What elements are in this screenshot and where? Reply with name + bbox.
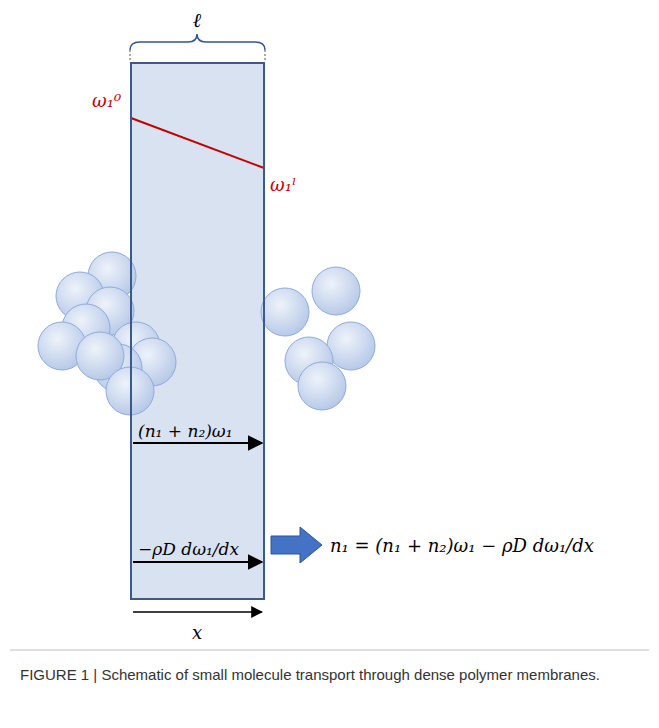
- caption-rule: [10, 650, 649, 651]
- penetrant-molecules: [38, 252, 375, 415]
- concentration-profile: [131, 118, 264, 168]
- diffusive-flux-arrow: [133, 561, 262, 563]
- thickness-brace: [130, 34, 265, 50]
- figure-caption: FIGURE 1 | Schematic of small molecule t…: [20, 664, 640, 685]
- molecule-sphere: [327, 322, 375, 370]
- molecule-sphere: [261, 288, 309, 336]
- convective-flux-arrow: [133, 442, 262, 444]
- block-arrow: [271, 527, 322, 563]
- permeate-fraction-label: ω₁ˡ: [270, 174, 296, 195]
- flux-term: −ρD dω₁/dx: [138, 539, 239, 559]
- membrane-slab: (n₁ + n₂)ω₁ −ρD dω₁/dx: [130, 62, 265, 600]
- dotted-guide: [265, 50, 266, 62]
- flux-equation: n₁ = (n₁ + n₂)ω₁ − ρD dω₁/dx: [330, 535, 594, 556]
- flux-term: (n₁ + n₂)ω₁: [138, 421, 233, 441]
- x-axis-arrow: [133, 611, 262, 613]
- molecule-sphere: [298, 362, 346, 410]
- molecule-sphere: [312, 267, 360, 315]
- thickness-label: ℓ: [193, 8, 201, 32]
- feed-fraction-label: ω₁⁰: [92, 90, 121, 111]
- dotted-guide: [130, 50, 131, 62]
- axis-label: x: [192, 622, 202, 643]
